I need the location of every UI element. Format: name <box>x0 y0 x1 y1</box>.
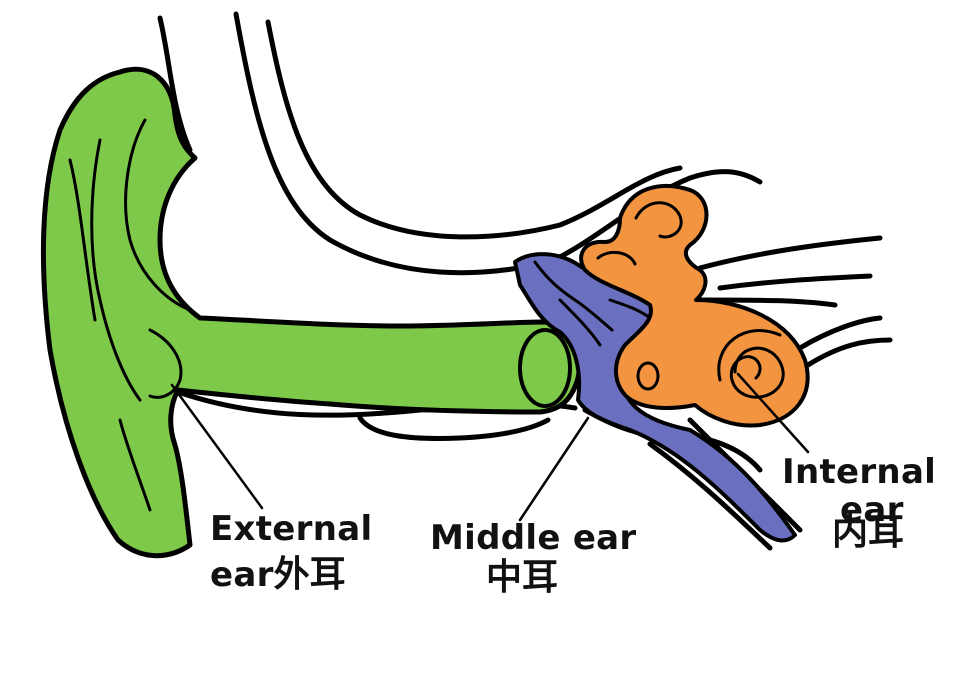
leader-internal <box>736 372 810 454</box>
external-ear-label-zh: 外耳 <box>273 553 346 595</box>
middle-ear-label-zh: 中耳 <box>486 556 559 598</box>
internal-ear-label-line1: Internal <box>782 452 937 492</box>
leader-external <box>170 383 264 510</box>
middle-ear-label: Middle ear 中耳 <box>430 518 637 598</box>
internal-ear-label-line2: ear <box>840 489 904 530</box>
external-ear-label-line2: ear外耳 <box>210 553 372 595</box>
internal-ear-label: Internal ear 内耳 <box>782 452 937 554</box>
external-ear-label-line1: External <box>210 509 373 549</box>
external-ear-label-en: ear <box>210 554 274 595</box>
external-ear-label: External ear外耳 <box>210 509 373 595</box>
internal-ear-label-zh: 内耳 <box>832 512 905 554</box>
internal-ear <box>579 183 810 428</box>
middle-ear-label-en: Middle ear <box>430 518 637 558</box>
leader-lines <box>170 372 810 522</box>
external-ear <box>40 66 582 559</box>
leader-middle <box>518 416 590 522</box>
